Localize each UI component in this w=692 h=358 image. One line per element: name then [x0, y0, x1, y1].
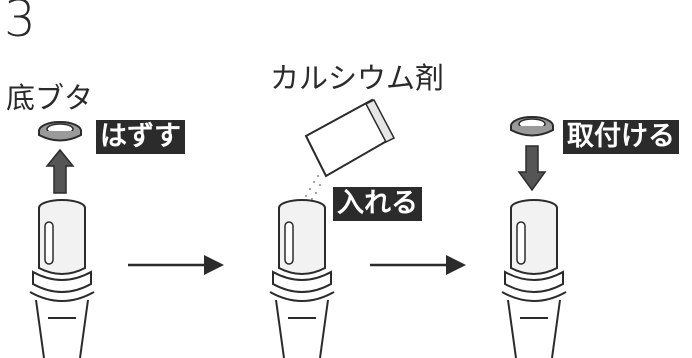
- step-number: 3: [4, 0, 36, 48]
- insert-label: 入れる: [333, 187, 422, 221]
- remove-label: はずす: [96, 120, 185, 154]
- calcium-agent-label: カルシウム剤: [270, 61, 445, 95]
- up-arrow-icon: [45, 148, 75, 194]
- bottom-cap-label: 底ブタ: [6, 81, 94, 115]
- right-arrow-icon: [370, 255, 466, 275]
- cartridge-icon: [501, 199, 567, 358]
- cap-icon: [38, 121, 82, 142]
- calcium-bag-icon: [297, 98, 396, 208]
- cartridge-icon: [269, 199, 335, 358]
- cap-icon: [510, 116, 554, 137]
- attach-label: 取付ける: [563, 120, 679, 154]
- down-arrow-icon: [517, 145, 547, 192]
- cartridge-icon: [29, 199, 95, 358]
- right-arrow-icon: [128, 255, 224, 275]
